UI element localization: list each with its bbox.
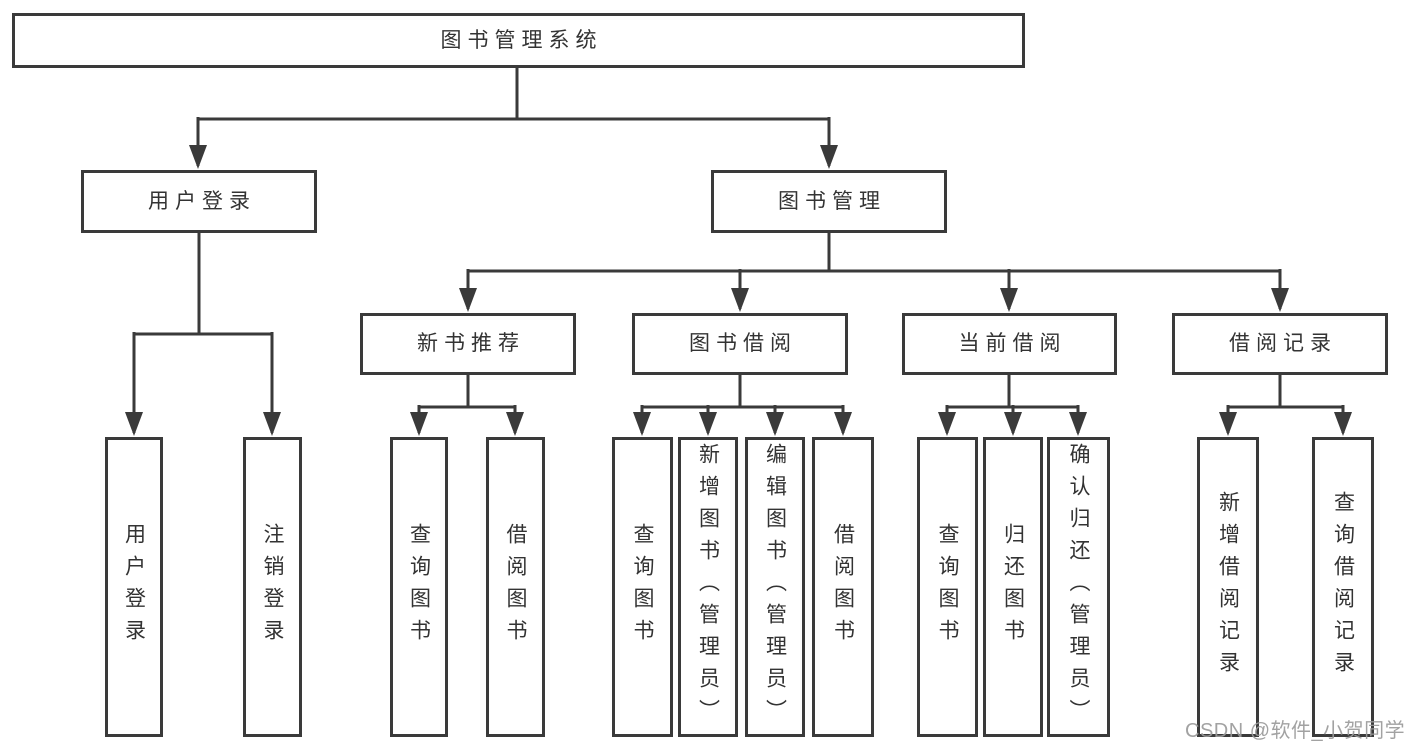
node-book-management: 图书管理 (711, 170, 947, 233)
leaf-current-confirm-return-label: 确认归还（管理员） (1067, 443, 1090, 731)
leaf-current-query-books-label: 查询图书 (936, 523, 959, 651)
node-user-login: 用户登录 (81, 170, 317, 233)
node-book-borrowing-label: 图书借阅 (689, 332, 797, 356)
leaf-recommend-query-books-label: 查询图书 (407, 523, 431, 651)
leaf-borrow-query-books-label: 查询图书 (631, 523, 654, 651)
node-borrowing-records: 借阅记录 (1172, 313, 1388, 375)
leaf-records-add-record-label: 新增借阅记录 (1216, 491, 1240, 683)
node-book-management-label: 图书管理 (778, 189, 886, 213)
node-current-borrowing-label: 当前借阅 (958, 332, 1067, 356)
leaf-current-query-books: 查询图书 (917, 437, 978, 737)
node-root-label: 图书管理系统 (440, 28, 603, 52)
leaf-borrow-query-books: 查询图书 (612, 437, 673, 737)
arrowheads (125, 145, 1352, 436)
leaf-current-return-books-label: 归还图书 (1001, 523, 1025, 651)
leaf-user-login-label: 用户登录 (122, 523, 146, 651)
leaf-records-query-record-label: 查询借阅记录 (1331, 491, 1355, 683)
leaf-recommend-query-books: 查询图书 (390, 437, 448, 737)
leaf-current-return-books: 归还图书 (983, 437, 1043, 737)
csdn-watermark: CSDN @软件_小贺同学 (1185, 720, 1405, 742)
leaf-recommend-borrow-books: 借阅图书 (486, 437, 545, 737)
leaf-borrow-borrow-books-label: 借阅图书 (831, 523, 855, 651)
leaf-logout: 注销登录 (243, 437, 302, 737)
leaf-records-add-record: 新增借阅记录 (1197, 437, 1259, 737)
leaf-recommend-borrow-books-label: 借阅图书 (504, 523, 527, 651)
leaf-current-confirm-return: 确认归还（管理员） (1047, 437, 1110, 737)
leaf-borrow-add-books-label: 新增图书（管理员） (696, 443, 720, 731)
leaf-records-query-record: 查询借阅记录 (1312, 437, 1374, 737)
leaf-user-login: 用户登录 (105, 437, 163, 737)
node-user-login-label: 用户登录 (148, 189, 256, 213)
node-new-book-recommendation-label: 新书推荐 (417, 332, 525, 356)
node-borrowing-records-label: 借阅记录 (1229, 332, 1337, 356)
leaf-logout-label: 注销登录 (261, 523, 284, 651)
leaf-borrow-edit-books: 编辑图书（管理员） (745, 437, 805, 737)
node-new-book-recommendation: 新书推荐 (360, 313, 576, 375)
node-root: 图书管理系统 (12, 13, 1025, 68)
leaf-borrow-edit-books-label: 编辑图书（管理员） (763, 443, 787, 731)
leaf-borrow-borrow-books: 借阅图书 (812, 437, 874, 737)
node-book-borrowing: 图书借阅 (632, 313, 848, 375)
leaf-borrow-add-books: 新增图书（管理员） (678, 437, 738, 737)
node-current-borrowing: 当前借阅 (902, 313, 1117, 375)
